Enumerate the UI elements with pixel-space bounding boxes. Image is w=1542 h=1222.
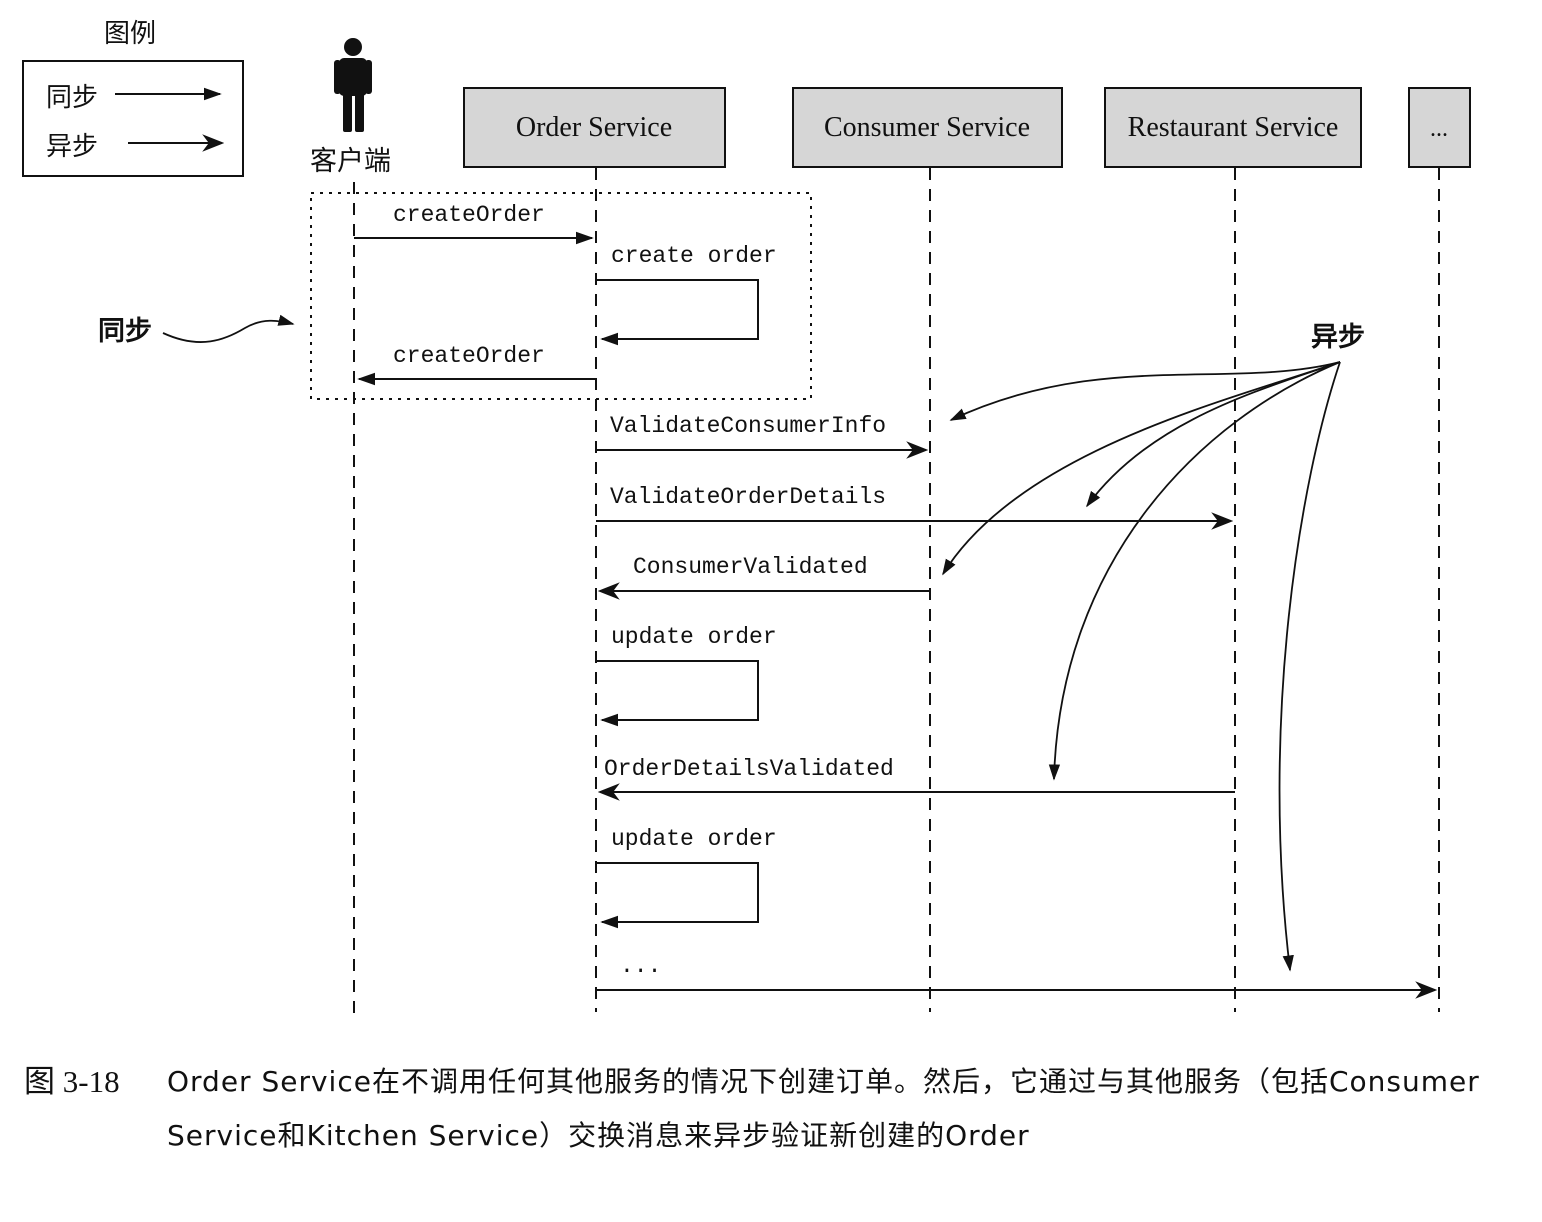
sequence-diagram: 图例 同步 异步 客户端 Order Service Consumer Serv… <box>22 19 1471 1020</box>
figure-caption: 图 3-18 Order Service在不调用任何其他服务的情况下创建订单。然… <box>24 1055 1504 1163</box>
legend: 图例 同步 异步 <box>22 19 244 177</box>
legend-sync-label: 同步 <box>46 83 98 113</box>
lifelines <box>353 168 1440 1020</box>
async-annotation: 异步 <box>942 322 1365 972</box>
sync-annotation: 同步 <box>98 314 295 347</box>
person-icon <box>334 38 372 132</box>
sync-annotation-label: 同步 <box>98 316 152 347</box>
create-order-request-label: createOrder <box>393 202 545 228</box>
figure-number: 图 3-18 <box>24 1064 120 1099</box>
client-label: 客户端 <box>310 146 391 177</box>
consumer-service-box <box>792 87 1063 168</box>
async-pointer-order-details-validated <box>1048 361 1341 781</box>
restaurant-service-label: Restaurant Service <box>1128 112 1339 143</box>
figure-caption-text: Order Service在不调用任何其他服务的情况下创建订单。然后，它通过与其… <box>167 1065 1480 1152</box>
async-pointer-validate-consumer-info <box>949 361 1341 421</box>
create-order-self-label: create order <box>611 243 777 269</box>
update-order-2-arrow <box>596 862 759 929</box>
service-consumer: Consumer Service <box>792 87 1063 168</box>
client-actor: 客户端 <box>310 38 391 177</box>
order-service-label: Order Service <box>516 112 672 143</box>
sync-annotation-pointer <box>162 314 295 343</box>
service-order: Order Service <box>463 87 726 168</box>
update-order-2-label: update order <box>611 826 777 852</box>
sync-region-box <box>310 192 812 400</box>
consumer-service-label: Consumer Service <box>824 112 1030 143</box>
message-labels: createOrder create order createOrder Val… <box>393 202 894 979</box>
consumer-validated-label: ConsumerValidated <box>633 554 868 580</box>
messages <box>354 231 1438 999</box>
async-annotation-pointers <box>942 361 1341 972</box>
async-annotation-label: 异步 <box>1311 322 1365 353</box>
more-service-label: ... <box>1430 116 1448 142</box>
order-service-box <box>463 87 726 168</box>
validate-consumer-info-label: ValidateConsumerInfo <box>610 413 886 439</box>
more-messages-label: ... <box>620 953 661 979</box>
restaurant-service-box <box>1104 87 1362 168</box>
legend-async-label: 异步 <box>46 132 98 162</box>
async-pointer-validate-order-details <box>1086 361 1341 508</box>
create-order-response-label: createOrder <box>393 343 545 369</box>
create-order-self-arrow <box>596 279 759 346</box>
validate-order-details-label: ValidateOrderDetails <box>610 484 886 510</box>
order-details-validated-label: OrderDetailsValidated <box>604 756 894 782</box>
more-service-box <box>1408 87 1471 168</box>
update-order-1-arrow <box>596 660 759 727</box>
service-more: ... <box>1408 87 1471 168</box>
service-restaurant: Restaurant Service <box>1104 87 1362 168</box>
async-pointer-more-messages <box>1278 361 1341 972</box>
legend-title: 图例 <box>104 19 156 49</box>
legend-box <box>22 60 244 177</box>
update-order-1-label: update order <box>611 624 777 650</box>
async-pointer-consumer-validated <box>942 361 1341 576</box>
